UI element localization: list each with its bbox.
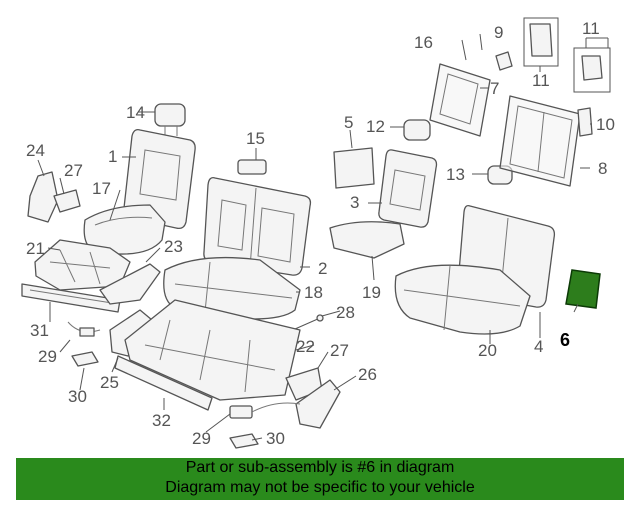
callout-11-a: 11 xyxy=(532,71,550,90)
leader-lines xyxy=(37,37,609,441)
callout-30-bottom: 30 xyxy=(266,429,285,448)
footer-line-2: Diagram may not be specific to your vehi… xyxy=(165,479,475,496)
callout-25: 25 xyxy=(100,373,119,392)
callout-28: 28 xyxy=(336,303,355,322)
callout-21: 21 xyxy=(26,239,45,258)
callout-labels: 14 1 15 17 24 27 21 23 31 29 30 25 32 29… xyxy=(26,19,615,448)
seat-cushion-left xyxy=(83,204,166,255)
callout-9: 9 xyxy=(494,23,503,42)
cushion-19 xyxy=(329,221,405,259)
rear-cushion-18 xyxy=(163,256,301,320)
callout-31: 31 xyxy=(30,321,49,340)
callout-20: 20 xyxy=(478,341,497,360)
box-11-a xyxy=(523,17,559,67)
parts-diagram: 14 1 15 17 24 27 21 23 31 29 30 25 32 29… xyxy=(21,17,615,449)
callout-7: 7 xyxy=(490,79,499,98)
clip-30-left xyxy=(71,351,99,367)
callout-6-highlighted: 6 xyxy=(560,330,570,350)
seat-back-left xyxy=(122,128,196,230)
rail-cover-31 xyxy=(21,283,121,313)
callout-29-bottom: 29 xyxy=(192,429,211,448)
callout-14: 14 xyxy=(126,103,145,122)
callout-27-top: 27 xyxy=(64,161,83,180)
callout-16: 16 xyxy=(414,33,433,52)
frame-8 xyxy=(499,95,581,187)
callout-24: 24 xyxy=(26,141,45,160)
callout-22: 22 xyxy=(296,337,315,356)
callout-4: 4 xyxy=(534,337,543,356)
callout-15: 15 xyxy=(246,129,265,148)
floor-frame-22 xyxy=(124,299,301,401)
callout-13: 13 xyxy=(446,165,465,184)
callout-18: 18 xyxy=(304,283,323,302)
panel-5 xyxy=(333,147,375,189)
callout-1: 1 xyxy=(108,147,117,166)
callout-27-bottom: 27 xyxy=(330,341,349,360)
callout-19: 19 xyxy=(362,283,381,302)
callout-17: 17 xyxy=(92,179,111,198)
callout-2: 2 xyxy=(318,259,327,278)
footer-line-1: Part or sub-assembly is #6 in diagram xyxy=(185,459,455,476)
frame-7 xyxy=(429,63,491,137)
footer-banner: Part or sub-assembly is #6 in diagram Di… xyxy=(16,458,624,500)
callout-32: 32 xyxy=(152,411,171,430)
cable-29-bottom xyxy=(229,402,301,419)
callout-29-left: 29 xyxy=(38,347,57,366)
bolts-16 xyxy=(461,33,483,61)
highlighted-part-6[interactable] xyxy=(565,269,601,309)
callout-26: 26 xyxy=(358,365,377,384)
box-11-b xyxy=(573,47,611,93)
rail-32 xyxy=(114,355,213,411)
callout-3: 3 xyxy=(350,193,359,212)
clip-30-bottom xyxy=(229,433,259,449)
rear-seat-back-2 xyxy=(203,177,312,276)
hinge-23 xyxy=(99,263,161,305)
hinge-26 xyxy=(295,379,341,429)
cable-29-left xyxy=(67,321,101,337)
callout-8: 8 xyxy=(598,159,607,178)
bracket-27-top xyxy=(53,189,81,213)
callout-11-b: 11 xyxy=(582,19,600,38)
rear-seat-20 xyxy=(394,204,556,335)
bracket-24 xyxy=(27,171,59,223)
callout-23: 23 xyxy=(164,237,183,256)
callout-5: 5 xyxy=(344,113,353,132)
callout-10: 10 xyxy=(596,115,615,134)
callout-30-left: 30 xyxy=(68,387,87,406)
bracket-10 xyxy=(577,107,593,137)
pad-15 xyxy=(237,159,267,175)
seat-frame-left xyxy=(34,239,131,291)
seat-back-3 xyxy=(378,149,438,228)
bolt-9 xyxy=(495,51,513,71)
callout-12: 12 xyxy=(366,117,385,136)
headrest-12 xyxy=(403,119,431,141)
headrest-left xyxy=(154,103,186,136)
